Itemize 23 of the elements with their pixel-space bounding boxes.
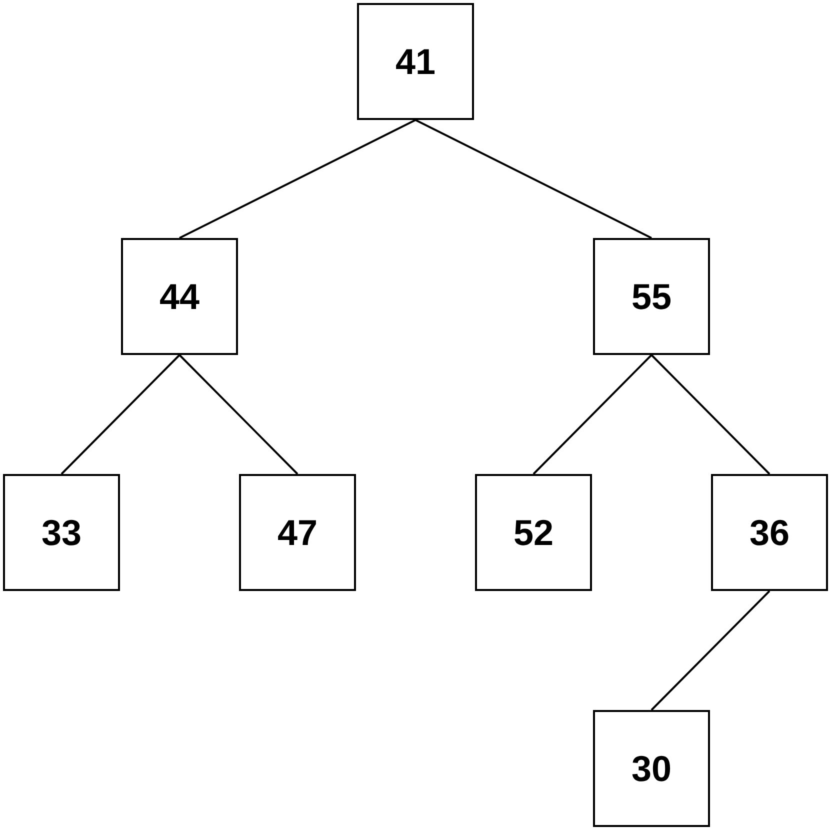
connector-line: [650, 354, 770, 475]
node-value: 41: [395, 44, 436, 80]
tree-node-box: [711, 474, 828, 591]
tree-node-box: [357, 3, 474, 120]
tree-node-box: [239, 474, 356, 591]
node-value: 33: [41, 514, 82, 550]
connector-line: [650, 590, 770, 711]
tree-node-box: [3, 474, 120, 591]
connector-line: [60, 354, 180, 475]
tree-node-box: [593, 710, 710, 827]
node-value: 30: [631, 750, 672, 786]
connector-line: [415, 119, 652, 239]
tree-node-box: [475, 474, 592, 591]
connector-line: [178, 354, 298, 475]
connector-line: [532, 354, 652, 475]
node-value: 44: [159, 278, 200, 314]
node-value: 36: [749, 514, 790, 550]
node-value: 52: [513, 514, 554, 550]
node-value: 55: [631, 278, 672, 314]
tree-node-box: [593, 238, 710, 355]
connector-line: [179, 119, 416, 239]
node-value: 47: [277, 514, 318, 550]
tree-node-box: [121, 238, 238, 355]
